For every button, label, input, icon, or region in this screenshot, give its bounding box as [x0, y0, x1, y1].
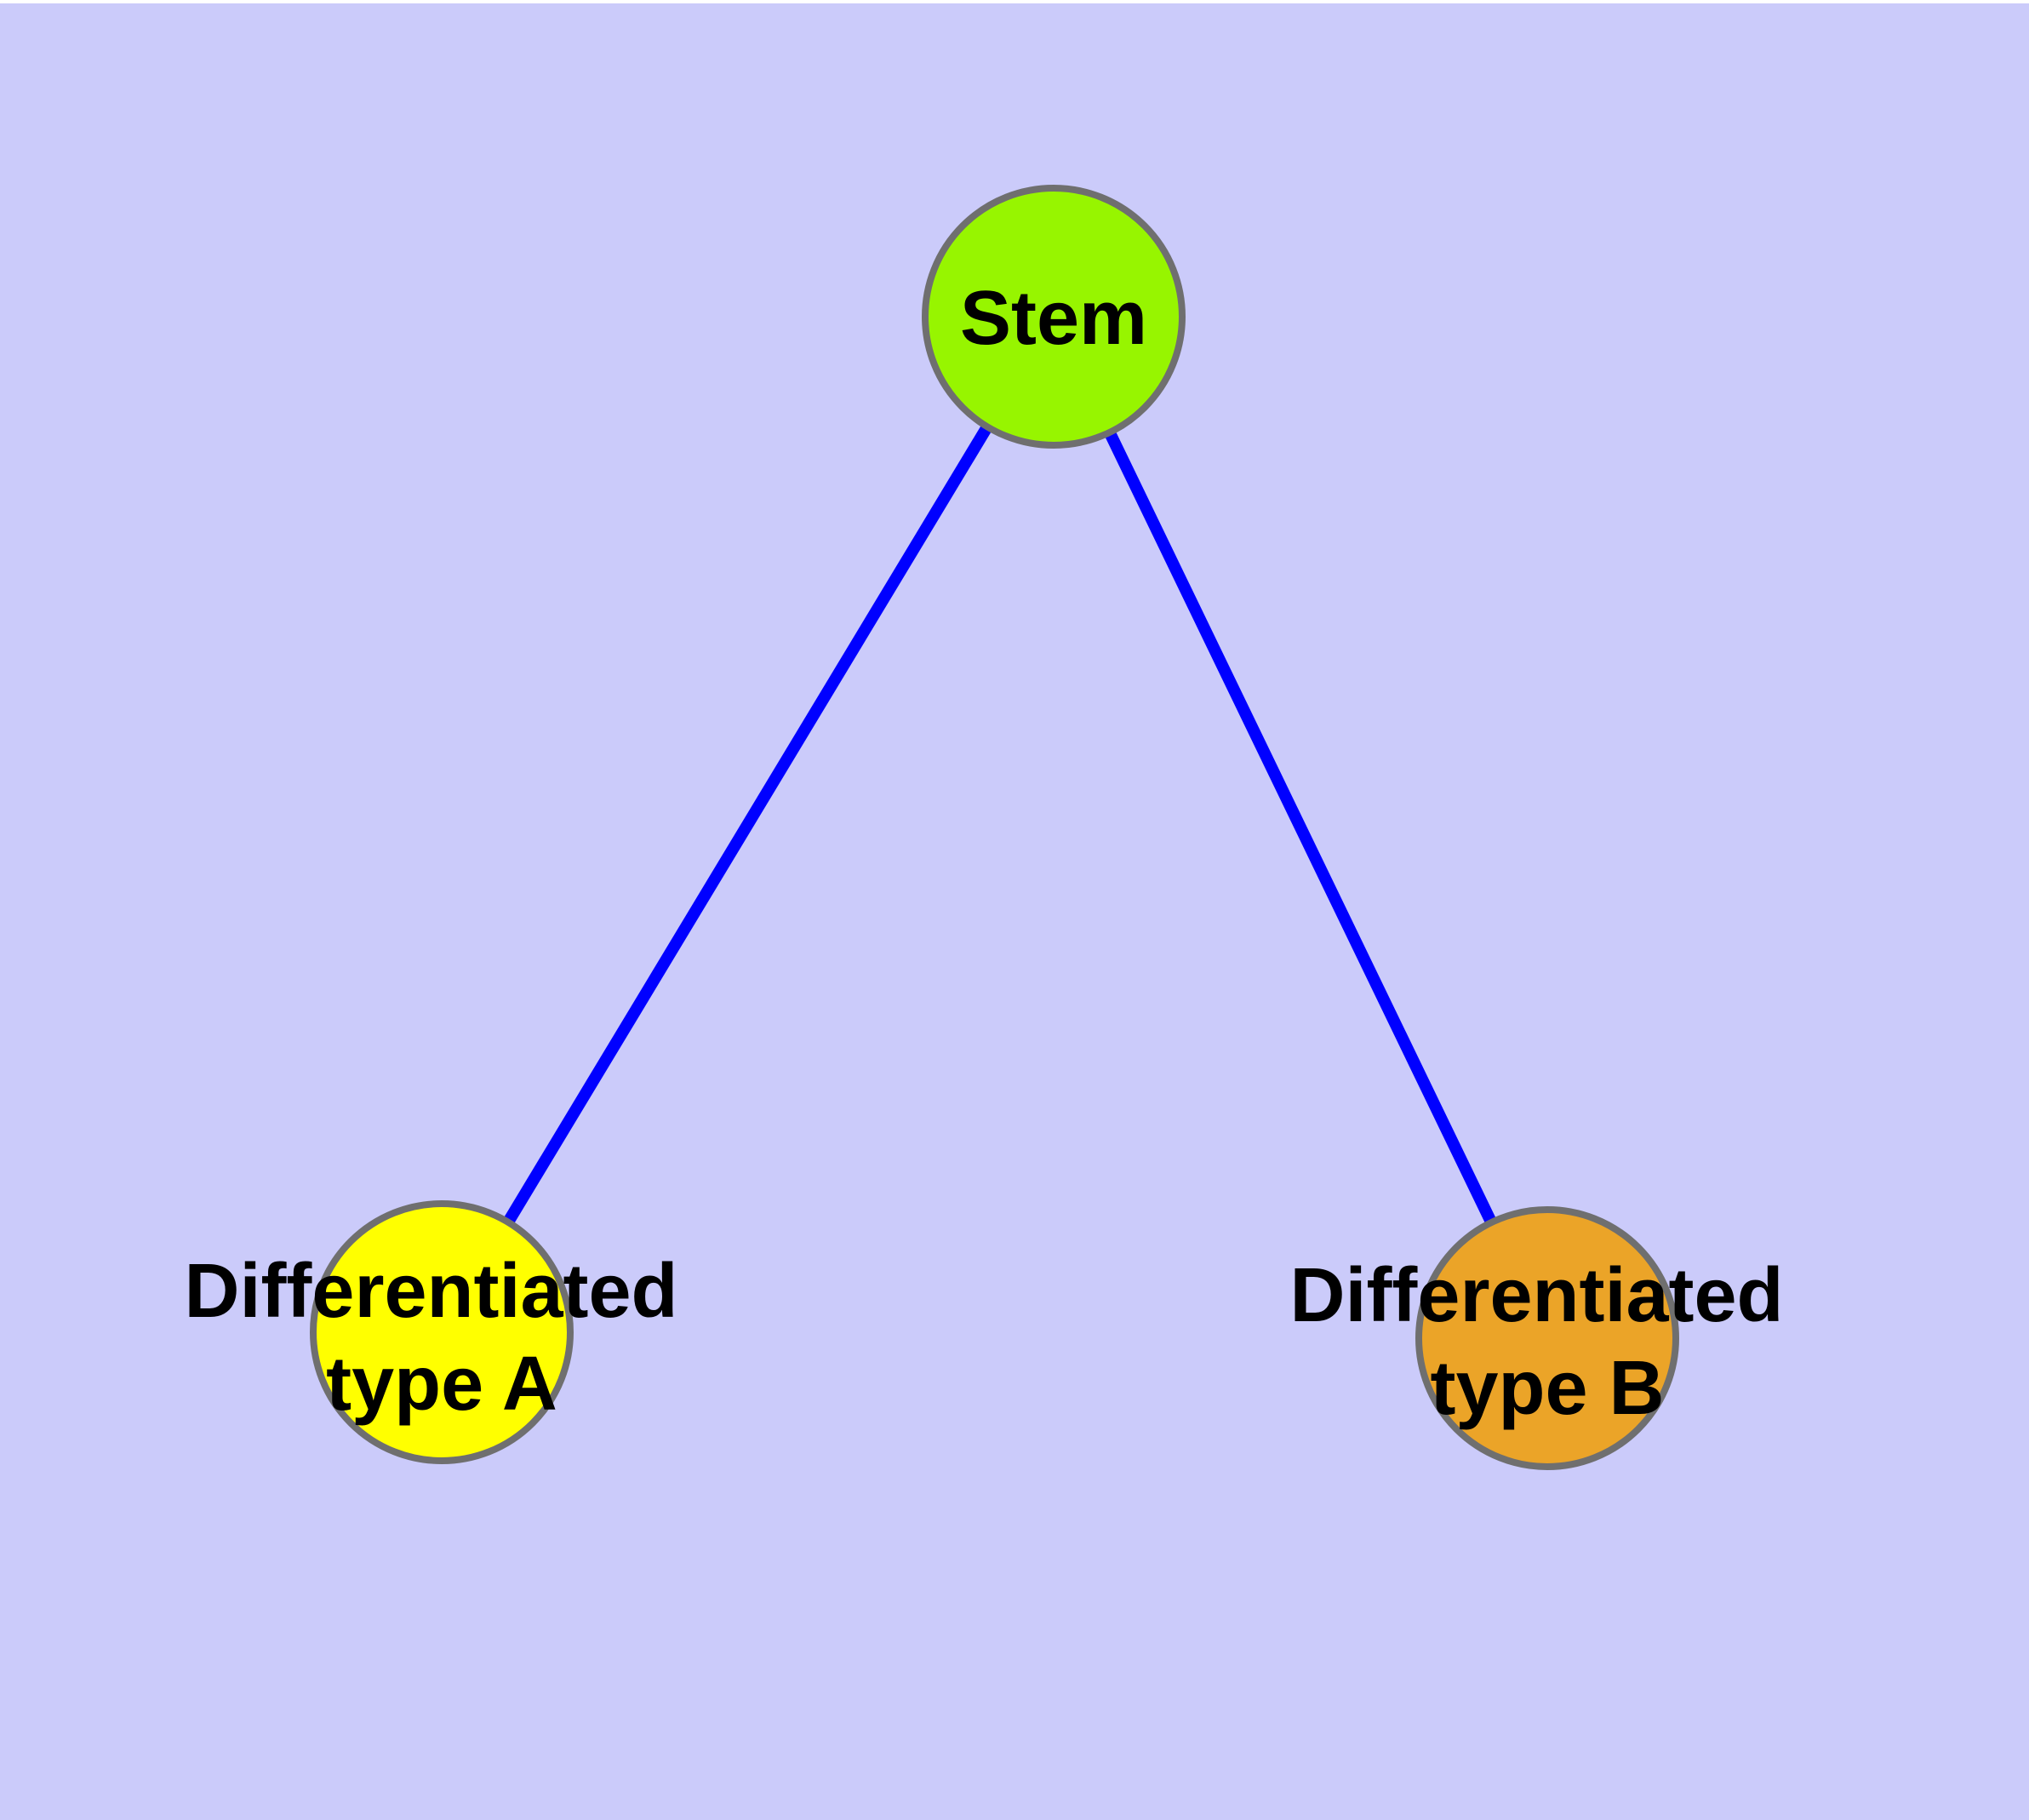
node-type-b-label: Differentiated type B — [1289, 1253, 1804, 1431]
edge-stem-to-type-b — [1048, 313, 1553, 1342]
edge-stem-to-type-a — [437, 313, 1059, 1336]
node-type-b-label-line1: Differentiated — [1289, 1253, 1783, 1338]
node-type-a-circle — [310, 1200, 574, 1464]
node-stem-circle — [922, 185, 1186, 449]
node-type-b-label-line2: type B — [1430, 1346, 1664, 1431]
node-type-b-circle — [1415, 1206, 1679, 1470]
node-type-a-label: Differentiated type A — [184, 1249, 699, 1427]
node-stem-label: Stem — [960, 276, 1147, 361]
top-margin-strip — [0, 0, 2029, 3]
node-type-a-label-line2: type A — [326, 1342, 557, 1427]
node-type-a-label-line1: Differentiated — [184, 1249, 677, 1334]
